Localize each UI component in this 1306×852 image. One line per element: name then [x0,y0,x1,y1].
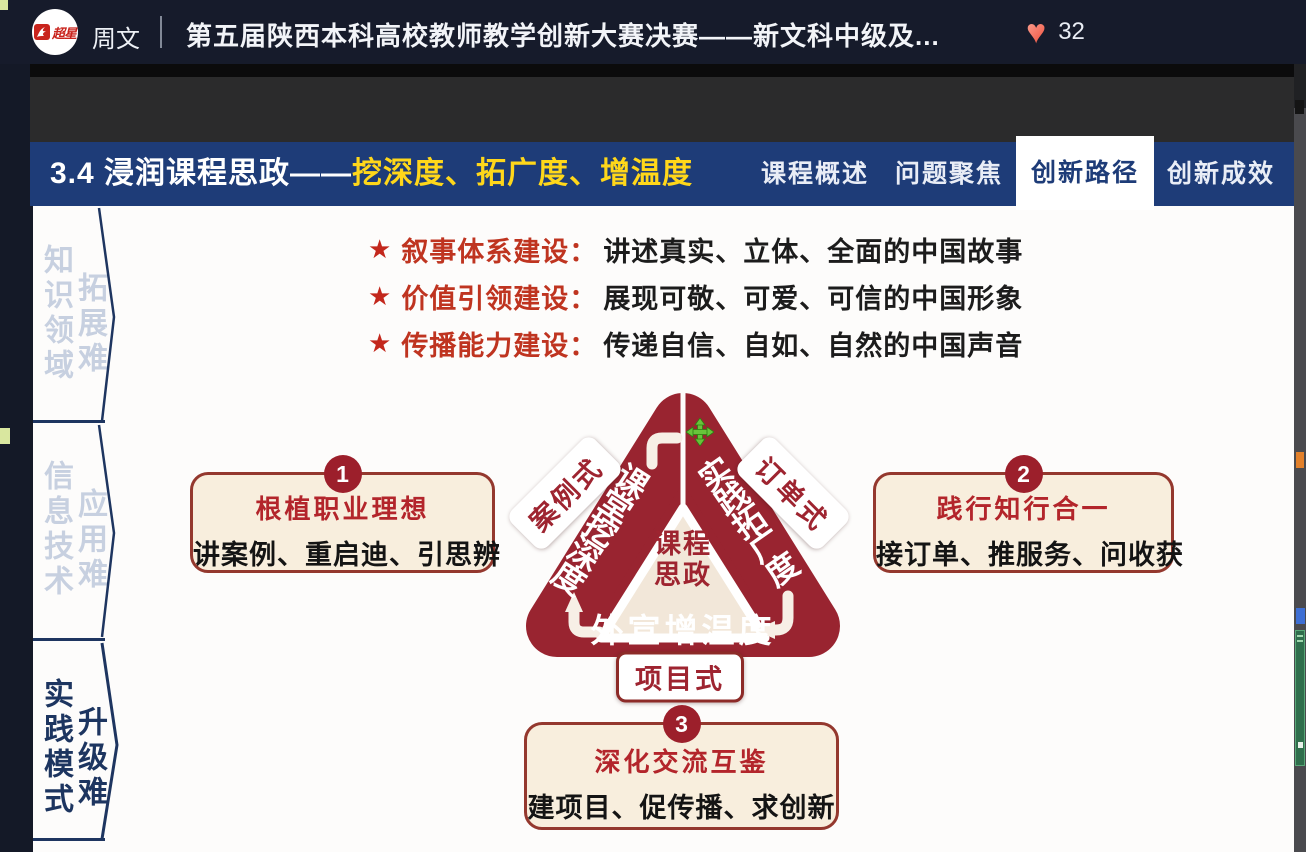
callout-career-ideal: 1 根植职业理想 讲案例、重启迪、引思辨 [190,455,501,573]
bullet-text: 展现可敬、可爱、可信的中国形象 [603,284,1024,314]
center-label-line1: 课程 [654,529,712,559]
star-icon: ★ [368,234,392,264]
cycle-arrow-right-icon [766,590,794,636]
cycle-arrow-left-icon [568,603,605,638]
callout-number-badge: 1 [323,455,362,493]
video-letterbox-top [30,64,1294,77]
move-cursor-icon [686,418,714,446]
tab-problem-focus[interactable]: 问题聚焦 [894,160,1003,188]
heart-like-icon[interactable]: ♥ [1026,13,1047,51]
callout-title: 根植职业理想 [255,494,430,524]
callout-text: 建项目、促传播、求创新 [527,793,836,823]
bullet-narrative-system: ★ 叙事体系建设： 讲述真实、立体、全面的中国故事 [368,226,1023,273]
cycle-arrow-top-icon [646,432,683,470]
tab-course-overview[interactable]: 课程概述 [760,160,869,188]
phoenix-logo-icon [33,24,50,40]
sidebar-item-info-tech: 信息技术 [39,460,72,600]
bullet-value-guidance: ★ 价值引领建设： 展现可敬、可爱、可信的中国形象 [368,273,1023,320]
window-fragment-icon [1295,100,1304,114]
callout-number-badge: 2 [1004,455,1043,493]
logo-text: 超星 [51,25,77,41]
sidebar-chevron-3 [100,642,119,840]
video-gray-band [30,77,1294,142]
triangle-diagram [526,384,840,657]
screen-artifact-left [0,428,10,444]
window-fragment-blue [1296,608,1305,624]
bullet-label: 叙事体系建设： [401,237,598,267]
callout-title: 深化交流互鉴 [594,747,769,777]
window-fragment-orange [1296,452,1304,468]
screen-artifact-topleft [0,0,8,10]
callout-text: 接订单、推服务、问收获 [876,540,1184,570]
video-left-margin [0,64,33,852]
window-fragment-dark [1294,64,1306,108]
sidebar-item-knowledge-domain: 知识领域 [39,244,72,384]
bullet-text: 讲述真实、立体、全面的中国故事 [603,237,1024,267]
inner-triangle-shape [596,503,770,643]
callout-exchange-learning: 3 深化交流互鉴 建项目、促传播、求创新 [524,705,839,830]
star-icon: ★ [368,328,392,358]
tab-innovation-results[interactable]: 创新成效 [1166,160,1275,188]
slide-title-highlight: 挖深度、拓广度、增温度 [352,157,694,190]
top-bar: 超星 周文 第五届陕西本科高校教师教学创新大赛决赛——新文科中级及... ♥ 3… [0,0,1306,64]
sidebar-chevron-2 [97,424,116,638]
window-fragment-green-panel [1295,630,1305,766]
stream-title: 第五届陕西本科高校教师教学创新大赛决赛——新文科中级及... [186,21,940,51]
slide-title-main: 3.4 浸润课程思政—— [50,157,353,190]
center-label-line2: 思政 [654,560,712,590]
callout-knowing-doing: 2 践行知行合一 接订单、推服务、问收获 [873,455,1184,573]
sidebar-item-knowledge-domain-sub: 拓展难 [73,272,106,377]
likes-group: ♥ 32 [1026,12,1085,52]
callout-text: 讲案例、重启迪、引思辨 [193,540,501,570]
bullet-label: 价值引领建设： [401,284,598,314]
diagram-center-label: 课程 思政 [654,529,712,591]
background-window-edge[interactable] [1294,64,1306,852]
bullet-list: ★ 叙事体系建设： 讲述真实、立体、全面的中国故事 ★ 价值引领建设： 展现可敬… [368,226,1023,367]
sidebar-chevron-1 [97,207,116,422]
callout-title: 践行知行合一 [936,494,1111,524]
sidebar-item-practice-mode: 实践模式 [39,678,72,818]
sidebar-divider-3 [33,838,105,841]
sidebar-item-practice-mode-sub: 升级难 [73,706,106,811]
sidebar-divider-2 [33,638,105,641]
tab-innovation-path[interactable]: 创新路径 [1015,136,1154,210]
slide-title: 3.4 浸润课程思政——挖深度、拓广度、增温度 [50,142,693,206]
slide-header-bar: 3.4 浸润课程思政——挖深度、拓广度、增温度 课程概述 问题聚焦 创新路径 创… [30,136,1294,210]
apex-split-line [680,384,686,512]
bullet-text: 传递自信、自如、自然的中国声音 [603,331,1024,361]
callout-number-badge: 3 [662,705,701,743]
sidebar-divider-1 [33,420,105,423]
title-divider [160,16,162,48]
badge-project-based: 项目式 [616,651,744,703]
star-icon: ★ [368,281,392,311]
bullet-communication-ability: ★ 传播能力建设： 传递自信、自如、自然的中国声音 [368,320,1023,367]
platform-logo: 超星 [32,9,78,55]
slide-nav-tabs: 课程概述 问题聚焦 创新路径 创新成效 [748,136,1288,210]
presenter-name: 周文 [92,26,140,53]
edge-label-publicity-warmth: 外宣增温度 [590,612,776,649]
sidebar-item-info-tech-sub: 应用难 [73,488,106,593]
bullet-label: 传播能力建设： [401,331,598,361]
likes-count: 32 [1058,18,1085,45]
